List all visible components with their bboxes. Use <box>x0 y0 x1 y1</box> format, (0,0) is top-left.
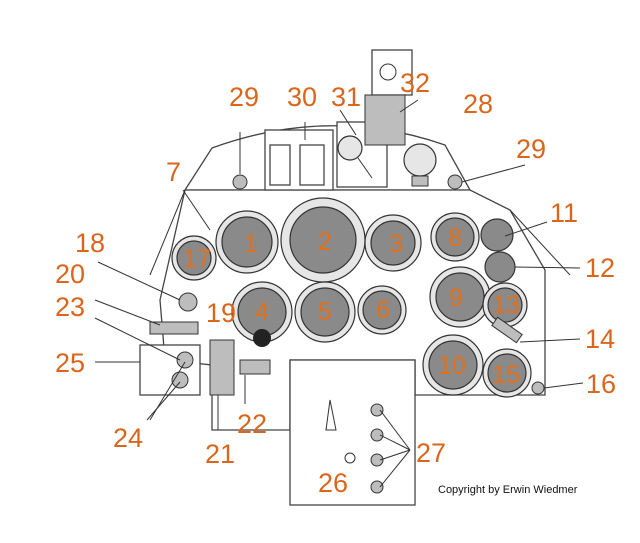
callout-23: 23 <box>55 292 85 322</box>
gauge-2 <box>289 206 357 274</box>
screw-29-right <box>447 174 463 190</box>
callout-18: 18 <box>75 228 105 258</box>
switch-box-left <box>269 144 291 186</box>
gauge-5 <box>300 287 350 337</box>
switch-22 <box>239 359 271 375</box>
gauge-10 <box>428 340 478 390</box>
screw-29-left <box>232 174 248 190</box>
callout-22: 22 <box>237 409 267 439</box>
gauge-17 <box>176 240 212 276</box>
clock-gauge <box>403 143 437 177</box>
callout-32: 32 <box>400 68 430 98</box>
gauge-1 <box>221 216 273 268</box>
callout-26: 26 <box>318 468 348 498</box>
lever-21 <box>209 339 235 396</box>
gauge-label-1: 1 <box>244 230 258 258</box>
callout-21: 21 <box>205 439 235 469</box>
knob-31 <box>337 135 363 161</box>
sight-body <box>364 94 406 146</box>
callout-7: 7 <box>166 157 181 187</box>
callout-12: 12 <box>585 253 615 283</box>
callout-30: 30 <box>287 82 317 112</box>
knob-4 <box>253 329 271 347</box>
screw-16 <box>531 381 545 395</box>
gauge-label-17: 17 <box>183 245 211 273</box>
callout-24: 24 <box>113 423 143 453</box>
callout-31: 31 <box>331 82 361 112</box>
callout-16: 16 <box>586 369 616 399</box>
callout-28: 28 <box>463 89 493 119</box>
gauge-label-6: 6 <box>376 296 390 324</box>
gauge-label-9: 9 <box>449 284 463 312</box>
callout-14: 14 <box>585 324 615 354</box>
gauge-8 <box>435 217 475 257</box>
lever-14 <box>491 316 523 344</box>
gauge-label-8: 8 <box>448 224 462 252</box>
gauge-label-3: 3 <box>389 230 403 258</box>
knob-18 <box>178 292 198 312</box>
callout-20: 20 <box>55 259 85 289</box>
gauge-label-10: 10 <box>438 352 466 380</box>
callout-25: 25 <box>55 348 85 378</box>
gauge-label-4: 4 <box>255 298 269 326</box>
callout-19: 19 <box>206 298 236 328</box>
plate-20 <box>149 321 199 335</box>
callout-11: 11 <box>550 198 578 228</box>
gauge-12 <box>484 251 516 283</box>
gauge-11 <box>480 218 514 252</box>
map-panel-26 <box>289 359 416 506</box>
gauge-6 <box>362 290 402 330</box>
callout-29-right: 29 <box>516 134 546 164</box>
gauge-label-15: 15 <box>492 361 520 389</box>
switch-box-right <box>299 144 325 186</box>
gauge-label-13: 13 <box>492 291 520 319</box>
gauge-3 <box>370 220 416 266</box>
copyright-text: Copyright by Erwin Wiedmer <box>438 484 578 496</box>
gauge-label-2: 2 <box>318 228 332 256</box>
callout-29-left: 29 <box>229 82 259 112</box>
callout-27: 27 <box>416 438 446 468</box>
gauge-15 <box>487 353 527 393</box>
gauge-label-5: 5 <box>318 298 332 326</box>
switch-24a <box>176 351 194 369</box>
